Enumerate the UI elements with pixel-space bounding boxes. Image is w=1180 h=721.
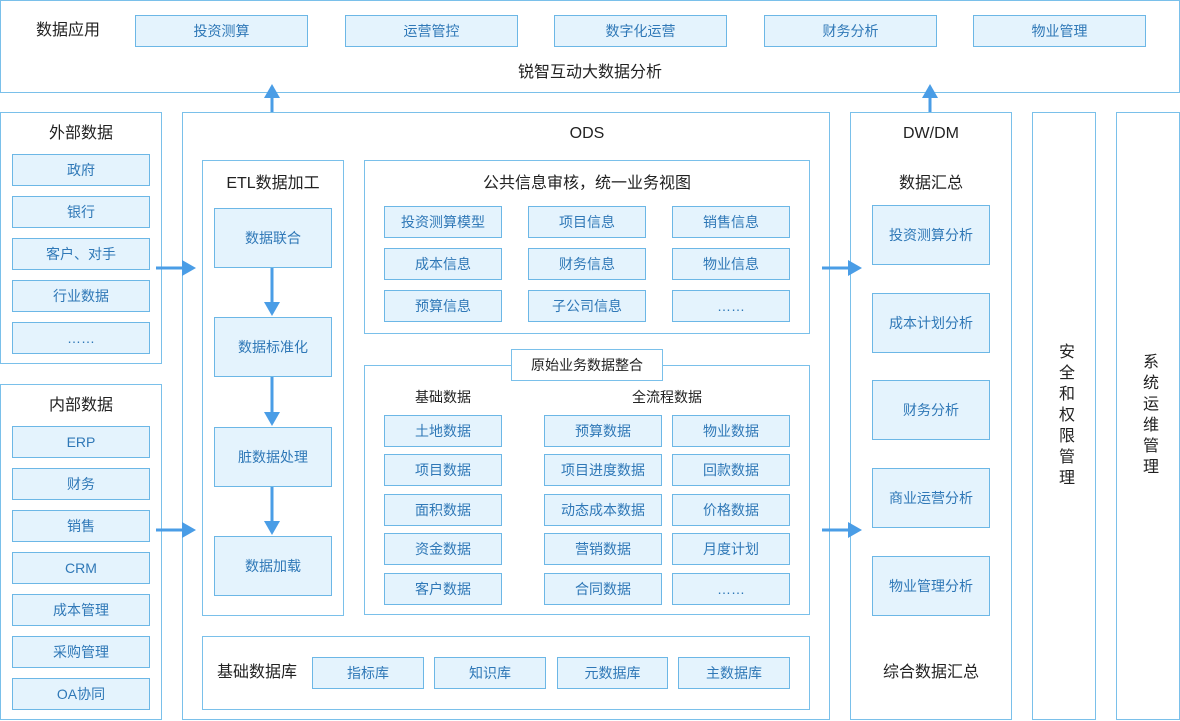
internal-item-erp: ERP: [12, 426, 150, 458]
dw-item-property-analysis: 物业管理分析: [872, 556, 990, 616]
public-item-more: ……: [672, 290, 790, 322]
etl-step-dirty-data: 脏数据处理: [214, 427, 332, 487]
etl-step-data-union: 数据联合: [214, 208, 332, 268]
process-item-dynamic-cost: 动态成本数据: [544, 494, 662, 526]
process-item-price: 价格数据: [672, 494, 790, 526]
operations-panel: 系统运维管理: [1116, 112, 1180, 720]
etl-step-data-load: 数据加载: [214, 536, 332, 596]
data-application-panel: 数据应用 投资测算 运营管控 数字化运营 财务分析 物业管理 锐智互动大数据分析: [0, 0, 1180, 93]
internal-data-title: 内部数据: [48, 397, 113, 414]
dw-item-cost-plan-analysis: 成本计划分析: [872, 293, 990, 353]
security-panel: 安全和权限管理: [1032, 112, 1096, 720]
comprehensive-summary-title: 综合数据汇总: [882, 664, 979, 681]
public-info-title: 公共信息审核，统一业务视图: [482, 175, 691, 192]
external-item-industry-data: 行业数据: [12, 280, 150, 312]
data-application-label: 数据应用: [36, 22, 101, 39]
etl-step-standardization: 数据标准化: [214, 317, 332, 377]
basic-item-area: 面积数据: [384, 494, 502, 526]
ods-title: ODS: [569, 125, 605, 142]
dw-dm-panel: DW/DM 数据汇总 投资测算分析 成本计划分析 财务分析 商业运营分析 物业管…: [850, 112, 1012, 720]
external-data-panel: 外部数据 政府 银行 客户、对手 行业数据 ……: [0, 112, 162, 364]
etl-title: ETL数据加工: [226, 175, 320, 192]
app-property-management: 物业管理: [973, 15, 1146, 47]
app-investment-calc: 投资测算: [135, 15, 308, 47]
base-db-title: 基础数据库: [217, 664, 298, 681]
internal-item-finance: 财务: [12, 468, 150, 500]
internal-item-oa: OA协同: [12, 678, 150, 710]
external-item-government: 政府: [12, 154, 150, 186]
raw-business-panel: 原始业务数据整合 基础数据 全流程数据 土地数据 项目数据 面积数据 资金数据 …: [364, 349, 810, 615]
external-item-more: ……: [12, 322, 150, 354]
public-item-budget-info: 预算信息: [384, 290, 502, 322]
platform-title: 锐智互动大数据分析: [517, 64, 662, 81]
app-operations-control: 运营管控: [345, 15, 518, 47]
internal-item-cost-management: 成本管理: [12, 594, 150, 626]
external-item-customers-rivals: 客户、对手: [12, 238, 150, 270]
data-summary-title: 数据汇总: [898, 175, 963, 192]
basic-item-land: 土地数据: [384, 415, 502, 447]
public-item-finance-info: 财务信息: [528, 248, 646, 280]
basic-item-project: 项目数据: [384, 454, 502, 486]
base-db-indicator: 指标库: [312, 657, 424, 689]
base-db-metadata: 元数据库: [557, 657, 668, 689]
dw-item-financial-analysis: 财务分析: [872, 380, 990, 440]
dw-item-investment-analysis: 投资测算分析: [872, 205, 990, 265]
base-db-panel: 基础数据库 指标库 知识库 元数据库 主数据库: [202, 636, 810, 710]
operations-title: 系统运维管理: [1140, 353, 1157, 479]
basic-item-capital: 资金数据: [384, 533, 502, 565]
security-title: 安全和权限管理: [1056, 342, 1073, 490]
public-item-property-info: 物业信息: [672, 248, 790, 280]
internal-item-crm: CRM: [12, 552, 150, 584]
external-data-title: 外部数据: [48, 125, 113, 142]
dw-dm-title: DW/DM: [903, 125, 959, 142]
process-item-project-progress: 项目进度数据: [544, 454, 662, 486]
base-db-master-data: 主数据库: [678, 657, 790, 689]
raw-business-title: 原始业务数据整合: [511, 349, 663, 381]
app-digital-operations: 数字化运营: [554, 15, 727, 47]
base-db-knowledge: 知识库: [434, 657, 546, 689]
process-item-marketing: 营销数据: [544, 533, 662, 565]
public-item-cost-info: 成本信息: [384, 248, 502, 280]
process-item-property: 物业数据: [672, 415, 790, 447]
public-info-panel: 公共信息审核，统一业务视图 投资测算模型 项目信息 销售信息 成本信息 财务信息…: [364, 160, 810, 334]
ods-panel: ODS ETL数据加工 数据联合 数据标准化 脏数据处理 数据加载 公共信息审核…: [182, 112, 830, 720]
process-item-more: ……: [672, 573, 790, 605]
public-item-sales-info: 销售信息: [672, 206, 790, 238]
internal-item-sales: 销售: [12, 510, 150, 542]
internal-data-panel: 内部数据 ERP 财务 销售 CRM 成本管理 采购管理 OA协同: [0, 384, 162, 720]
process-item-contract: 合同数据: [544, 573, 662, 605]
public-item-investment-model: 投资测算模型: [384, 206, 502, 238]
public-item-subsidiary-info: 子公司信息: [528, 290, 646, 322]
process-item-monthly-plan: 月度计划: [672, 533, 790, 565]
external-item-bank: 银行: [12, 196, 150, 228]
basic-item-customer: 客户数据: [384, 573, 502, 605]
etl-panel: ETL数据加工 数据联合 数据标准化 脏数据处理 数据加载: [202, 160, 344, 616]
basic-data-heading: 基础数据: [415, 389, 471, 405]
process-item-collection: 回款数据: [672, 454, 790, 486]
dw-item-commercial-analysis: 商业运营分析: [872, 468, 990, 528]
process-item-budget: 预算数据: [544, 415, 662, 447]
app-financial-analysis: 财务分析: [764, 15, 937, 47]
process-data-heading: 全流程数据: [632, 389, 702, 405]
internal-item-procurement: 采购管理: [12, 636, 150, 668]
public-item-project-info: 项目信息: [528, 206, 646, 238]
